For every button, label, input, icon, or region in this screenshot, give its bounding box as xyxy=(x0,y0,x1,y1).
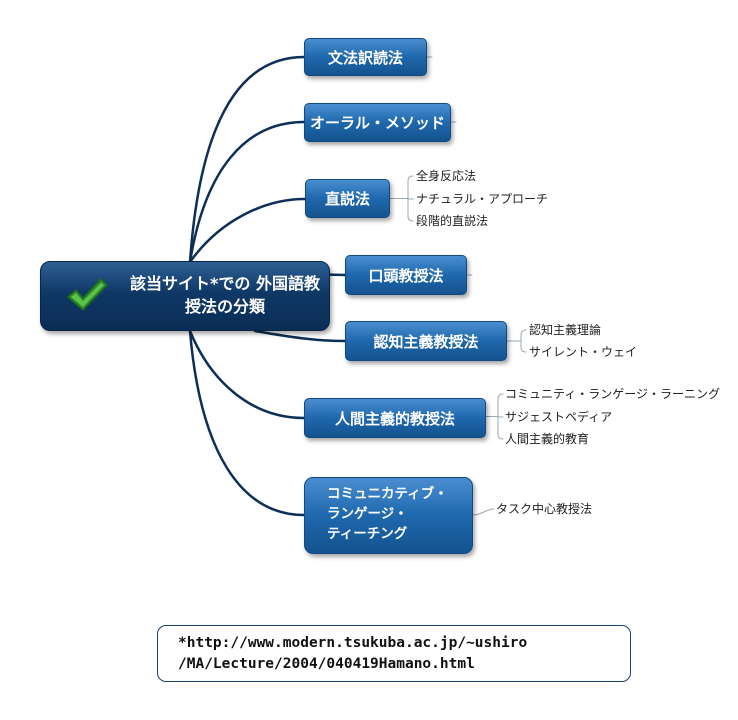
central-topic[interactable]: 該当サイト*での 外国語教授法の分類 xyxy=(40,261,330,331)
connector-branch xyxy=(188,120,306,264)
branch-node-communicative-teaching[interactable]: コミュニカティブ・ ランゲージ・ ティーチング xyxy=(304,477,473,554)
branch-node-oral-teaching[interactable]: 口頭教授法 xyxy=(345,255,467,295)
branch-label-line: ティーチング xyxy=(327,526,408,542)
branch-label: 人間主義的教授法 xyxy=(334,409,455,428)
check-icon xyxy=(66,277,109,312)
branch-node-grammar-translation[interactable]: 文法訳読法 xyxy=(304,38,427,76)
connector-leaf xyxy=(472,508,495,516)
central-title-line: 該当サイト*での xyxy=(130,274,251,293)
connector-branch xyxy=(188,55,306,264)
branch-node-cognitive-method[interactable]: 認知主義教授法 xyxy=(345,321,507,361)
connector-branch xyxy=(188,197,307,264)
branch-label-line: ランゲージ・ xyxy=(327,506,408,522)
leaf-cognitive-theory[interactable]: 認知主義理論 xyxy=(529,323,602,337)
leaf-natural-approach[interactable]: ナチュラル・アプローチ xyxy=(416,192,549,206)
footnote-line: /MA/Lecture/2004/040419Hamano.html xyxy=(178,656,475,672)
leaf-graded-direct-method[interactable]: 段階的直説法 xyxy=(416,214,489,228)
branch-node-humanistic-method[interactable]: 人間主義的教授法 xyxy=(304,398,486,438)
leaf-total-physical-response[interactable]: 全身反応法 xyxy=(416,169,477,183)
connector-branch xyxy=(188,329,306,517)
branch-node-oral-method[interactable]: オーラル・メソッド xyxy=(304,103,451,142)
leaf-task-based-teaching[interactable]: タスク中心教授法 xyxy=(496,502,593,516)
branch-label: 口頭教授法 xyxy=(368,266,444,285)
branch-node-direct-method[interactable]: 直説法 xyxy=(305,179,390,218)
branch-label-line: コミュニカティブ・ xyxy=(327,486,448,502)
leaf-community-language-learning[interactable]: コミュニティ・ランゲージ・ラーニング xyxy=(505,387,721,401)
branch-label: オーラル・メソッド xyxy=(309,114,445,132)
leaf-humanistic-education[interactable]: 人間主義的教育 xyxy=(505,432,590,446)
central-title-line: 外国語教授法の分類 xyxy=(184,274,320,316)
connector-branch xyxy=(253,329,347,343)
footnote-line: *http://www.modern.tsukuba.ac.jp/~ushiro xyxy=(178,635,528,651)
leaf-silent-way[interactable]: サイレント・ウェイ xyxy=(529,345,638,359)
branch-label: 直説法 xyxy=(324,190,370,208)
connector-leaf xyxy=(520,329,527,353)
connector-branch xyxy=(188,329,306,420)
source-footnote: *http://www.modern.tsukuba.ac.jp/~ushiro… xyxy=(157,625,631,682)
branch-label: 認知主義教授法 xyxy=(373,332,479,351)
leaf-suggestopedia[interactable]: サジェストペディア xyxy=(505,410,613,424)
central-title: 該当サイト*での 外国語教授法の分類 xyxy=(127,272,323,318)
branch-label: 文法訳読法 xyxy=(327,48,403,67)
